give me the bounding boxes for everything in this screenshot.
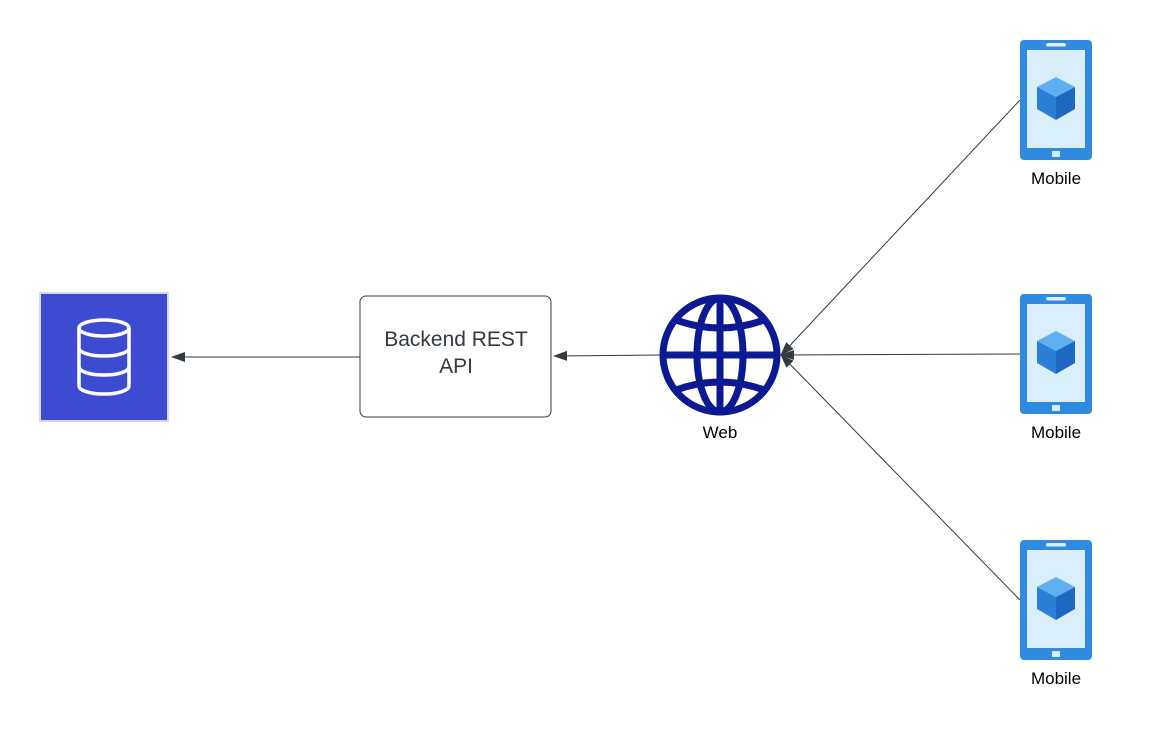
mobile-phone-icon: [1020, 294, 1092, 414]
mobile-phone-icon: [1020, 40, 1092, 160]
mobile-label: Mobile: [1031, 423, 1081, 442]
mobile-node[interactable]: Mobile: [1020, 294, 1092, 442]
backend-label-line2: API: [439, 355, 473, 378]
edge-mobile-1-to-web: [780, 99, 1021, 356]
globe-icon: [659, 294, 781, 416]
web-node[interactable]: Web: [659, 294, 781, 442]
edge-mobile-2-to-web: [780, 349, 1021, 360]
mobile-node[interactable]: Mobile: [1020, 40, 1092, 188]
mobile-label: Mobile: [1031, 169, 1081, 188]
edge-web-to-backend: [553, 350, 661, 361]
backend-rest-api-node[interactable]: Backend REST API: [359, 295, 552, 418]
backend-label-line1: Backend REST: [384, 328, 528, 351]
connectors: [171, 99, 1021, 601]
database-icon: [77, 318, 131, 396]
edge-mobile-3-to-web: [780, 354, 1021, 601]
mobile-node[interactable]: Mobile: [1020, 540, 1092, 688]
mobile-label: Mobile: [1031, 669, 1081, 688]
database-node[interactable]: [39, 292, 169, 422]
web-label: Web: [703, 423, 738, 442]
mobile-phone-icon: [1020, 540, 1092, 660]
